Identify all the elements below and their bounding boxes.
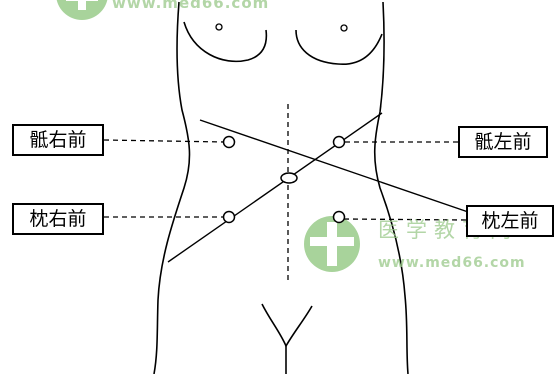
label-occiput-left-anterior: 枕左前 [466, 205, 554, 237]
marker-sa-left [334, 137, 345, 148]
label-sacrum-left-anterior: 骶左前 [458, 126, 548, 158]
right-breast-contour [296, 30, 382, 64]
left-body-contour [154, 2, 190, 374]
right-body-contour [375, 2, 408, 374]
marker-center [281, 173, 297, 183]
diagonal-upper-left-to-lower-right [200, 120, 474, 214]
marker-oa-left [334, 212, 345, 223]
watermark-logo-top [56, 0, 108, 20]
watermark-top-url: www.med66.com [112, 0, 269, 12]
label-sacrum-right-anterior: 骶右前 [12, 124, 104, 156]
right-nipple [341, 25, 347, 31]
torso-outline [154, 2, 408, 374]
left-nipple [216, 24, 222, 30]
marker-oa-right [224, 212, 235, 223]
marker-sa-right [224, 137, 235, 148]
groin-contour [262, 304, 312, 346]
watermark-center-url: www.med66.com [378, 255, 526, 271]
guide-sa-right [104, 140, 225, 142]
left-breast-contour [184, 22, 266, 61]
watermark-logo-center [304, 216, 360, 272]
label-occiput-right-anterior: 枕右前 [12, 203, 104, 235]
